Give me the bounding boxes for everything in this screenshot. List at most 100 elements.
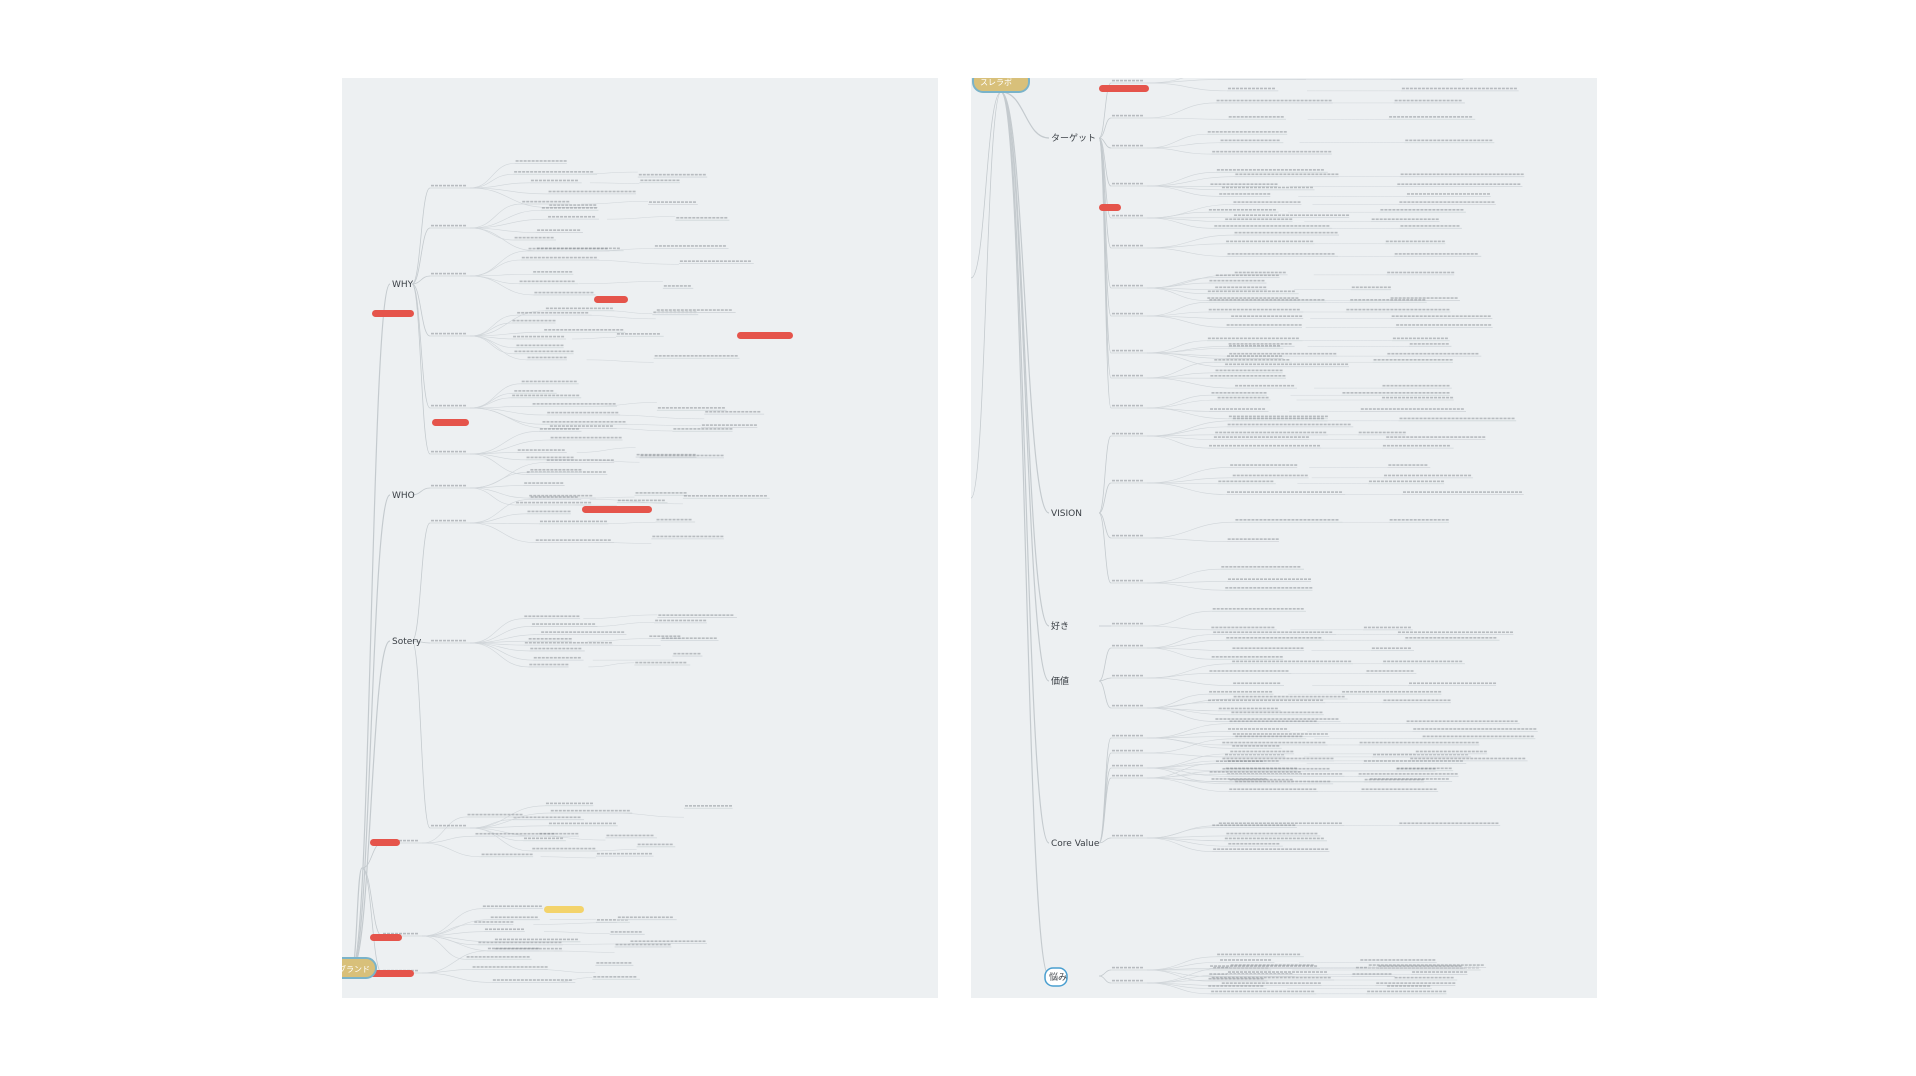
leaf-text-glyph xyxy=(1493,87,1497,90)
highlight-tag[interactable] xyxy=(370,839,400,846)
leaf-text-glyph xyxy=(463,639,466,642)
highlight-tag[interactable] xyxy=(737,332,793,339)
leaf-text-glyph xyxy=(1128,114,1131,117)
leaf-text-glyph xyxy=(651,943,655,946)
leaf-text-glyph xyxy=(645,916,649,919)
leaf-text-glyph xyxy=(674,355,678,357)
branch-who-label[interactable]: WHO xyxy=(392,491,415,501)
leaf-text-glyph xyxy=(563,411,567,414)
leaf-text-glyph xyxy=(1456,408,1460,410)
leaf-text-glyph xyxy=(1112,312,1115,315)
leaf-text-glyph xyxy=(1396,337,1400,340)
leaf-text-glyph xyxy=(511,947,515,950)
leaf-text-glyph xyxy=(1269,363,1273,366)
leaf-text-glyph xyxy=(1392,464,1396,466)
left-root-node[interactable] xyxy=(342,957,377,979)
leaf-text-glyph xyxy=(1413,116,1417,118)
leaf-text-glyph xyxy=(1116,479,1119,482)
highlight-tag[interactable] xyxy=(370,970,414,977)
highlight-tag[interactable] xyxy=(582,506,652,513)
leaf-text-glyph xyxy=(1266,240,1270,243)
leaf-text-glyph xyxy=(1382,396,1386,399)
leaf-text-glyph xyxy=(1273,566,1277,568)
leaf-text-glyph xyxy=(1449,682,1453,685)
leaf-text-glyph xyxy=(532,966,536,968)
highlight-tag[interactable] xyxy=(370,934,402,941)
leaf-text-glyph xyxy=(705,424,709,426)
leaf-text-glyph xyxy=(536,394,540,397)
leaf-text-glyph xyxy=(1387,286,1391,289)
leaf-text-glyph xyxy=(539,428,543,430)
leaf-text-glyph xyxy=(1426,384,1430,387)
leaf-text-glyph xyxy=(581,307,585,310)
highlight-tag[interactable] xyxy=(372,310,414,317)
leaf-text-glyph xyxy=(626,834,630,837)
leaf-text-glyph xyxy=(1450,99,1454,102)
leaf-text-glyph xyxy=(561,380,565,383)
leaf-text-glyph xyxy=(1258,480,1262,483)
leaf-text-glyph xyxy=(584,247,588,250)
mindmap-connector xyxy=(469,642,529,668)
leaf-text-glyph xyxy=(534,468,538,471)
leaf-text-glyph xyxy=(514,956,518,958)
leaf-text-glyph xyxy=(1337,363,1341,366)
leaf-text-glyph xyxy=(1447,352,1451,355)
mindmap-connector xyxy=(1146,147,1212,155)
leaf-text-glyph xyxy=(701,407,705,409)
leaf-text-glyph xyxy=(1479,417,1483,420)
leaf-text-glyph xyxy=(1234,214,1238,217)
leaf-text-glyph xyxy=(1120,479,1123,482)
leaf-text-glyph xyxy=(1253,682,1257,685)
leaf-text-glyph xyxy=(1208,699,1212,702)
leaf-text-glyph xyxy=(502,921,506,923)
leaf-text-glyph xyxy=(1426,253,1430,255)
right-mindmap-canvas[interactable]: スレラボ ターゲット VISION 好き 価値 Core Value 悩み xyxy=(971,78,1597,998)
leaf-text-glyph xyxy=(1475,201,1479,203)
leaf-text-glyph xyxy=(1279,290,1283,293)
leaf-text-glyph xyxy=(596,247,600,250)
leaf-text-glyph xyxy=(1284,699,1288,702)
leaf-text-glyph xyxy=(698,245,702,247)
leaf-text-glyph xyxy=(1228,208,1232,211)
leaf-text-glyph xyxy=(1112,284,1115,287)
leaf-text-glyph xyxy=(581,311,585,314)
leaf-text-glyph xyxy=(1483,315,1487,317)
leaf-text-glyph xyxy=(1136,704,1139,707)
leaf-text-glyph xyxy=(1449,631,1453,634)
leaf-text-glyph xyxy=(1346,308,1350,311)
leaf-text-glyph xyxy=(451,272,454,275)
leaf-text-glyph xyxy=(1120,114,1123,117)
leaf-text-glyph xyxy=(1457,637,1461,639)
leaf-text-glyph xyxy=(739,495,743,497)
leaf-text-glyph xyxy=(556,247,560,250)
branch-sotery-label[interactable]: Sotery xyxy=(392,637,422,647)
leaf-text-glyph xyxy=(1420,337,1424,340)
leaf-text-glyph xyxy=(593,256,597,259)
leaf-text-glyph xyxy=(1442,193,1446,195)
leaf-text-glyph xyxy=(530,456,534,459)
leaf-text-glyph xyxy=(1366,308,1370,311)
leaf-text-glyph xyxy=(1465,116,1469,118)
left-mindmap-canvas[interactable]: ブランド WHY WHO Sotery xyxy=(342,78,938,998)
leaf-text-glyph xyxy=(1429,359,1433,361)
leaf-text-glyph xyxy=(1294,231,1298,234)
highlight-tag[interactable] xyxy=(594,296,628,303)
leaf-text-glyph xyxy=(1245,201,1249,203)
leaf-text-glyph xyxy=(1265,201,1269,203)
leaf-text-glyph xyxy=(1412,480,1416,483)
branch-why-label[interactable]: WHY xyxy=(392,280,414,290)
leaf-text-glyph xyxy=(661,407,665,409)
leaf-text-glyph xyxy=(689,637,693,640)
highlight-tag[interactable] xyxy=(432,419,469,426)
leaf-text-glyph xyxy=(1116,284,1119,287)
leaf-text-glyph xyxy=(1267,519,1271,521)
leaf-text-glyph xyxy=(1465,87,1469,90)
highlight-tag[interactable] xyxy=(544,906,584,913)
leaf-text-glyph xyxy=(1423,315,1427,317)
leaf-text-glyph xyxy=(1259,423,1263,426)
leaf-text-glyph xyxy=(1397,116,1401,118)
leaf-text-glyph xyxy=(1411,271,1415,274)
leaf-text-glyph xyxy=(676,216,680,219)
leaf-text-glyph xyxy=(510,941,514,944)
leaf-text-glyph xyxy=(570,809,574,812)
